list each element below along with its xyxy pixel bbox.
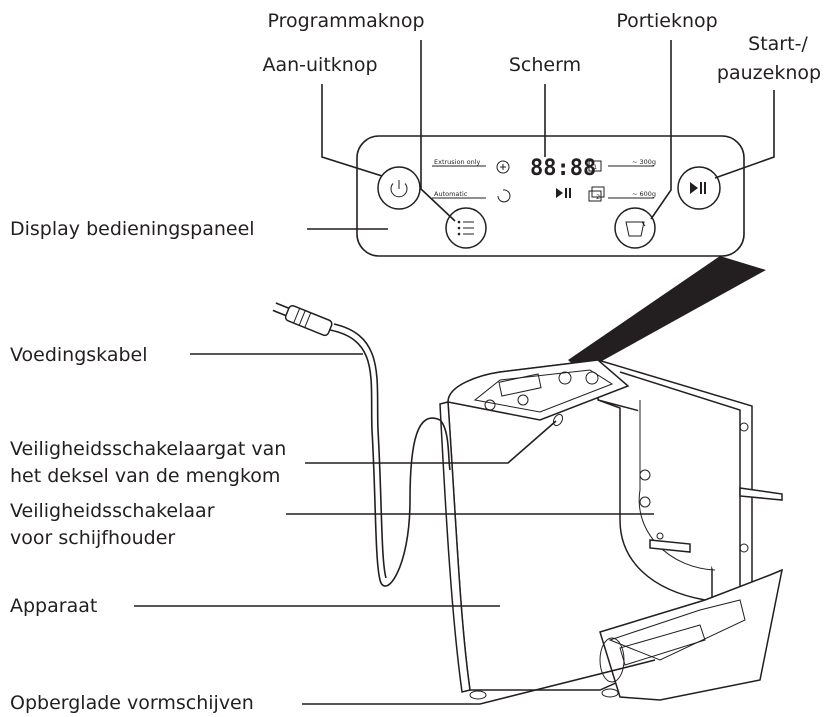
portion-small-icon: 1 xyxy=(588,160,602,172)
power-cord xyxy=(272,302,451,587)
label-lid-switch-line1: Veiligheidsschakelaargat van xyxy=(10,438,286,460)
portion-large-icon: 2 xyxy=(588,186,605,202)
program-button[interactable] xyxy=(445,207,487,249)
leader-lines-panel xyxy=(307,40,775,230)
portion-small-label: ~ 300g xyxy=(632,158,656,166)
label-apparaat: Apparaat xyxy=(10,595,97,617)
label-lid-switch-line2: het deksel van de mengkom xyxy=(10,465,280,487)
label-start-line1: Start-/ xyxy=(748,33,808,55)
label-programmaknop: Programmaknop xyxy=(267,10,424,32)
play-pause-icon xyxy=(690,182,706,194)
svg-text:2: 2 xyxy=(596,193,600,201)
power-icon xyxy=(390,180,408,198)
zoom-cone xyxy=(568,256,766,372)
label-portieknop: Portieknop xyxy=(616,10,717,32)
label-aan-uitknop: Aan-uitknop xyxy=(262,54,377,76)
auto-icon xyxy=(497,189,511,203)
label-disc-switch-line2: voor schijfhouder xyxy=(10,527,175,549)
label-display-panel: Display bedieningspaneel xyxy=(10,218,255,240)
display-screen: Extrusion only Automatic 88:88 1 xyxy=(432,156,656,203)
label-scherm: Scherm xyxy=(509,54,581,76)
label-opberglade: Opberglade vormschijven xyxy=(10,692,254,714)
play-pause-indicator-icon xyxy=(556,188,571,198)
control-panel: Extrusion only Automatic 88:88 1 xyxy=(356,135,745,257)
mode-automatic-label: Automatic xyxy=(434,190,468,198)
power-plug-icon xyxy=(272,302,333,337)
label-voedingskabel: Voedingskabel xyxy=(10,344,148,366)
portion-large-label: ~ 600g xyxy=(632,190,656,198)
start-pause-button[interactable] xyxy=(677,166,721,210)
time-digits: 88:88 xyxy=(530,156,596,181)
list-icon xyxy=(457,220,474,236)
label-start-line2: pauzeknop xyxy=(717,62,821,84)
mode-extrusion-label: Extrusion only xyxy=(434,158,481,166)
extrusion-icon xyxy=(496,160,510,174)
power-button[interactable] xyxy=(377,166,421,210)
cup-icon xyxy=(625,221,646,237)
portion-button[interactable] xyxy=(614,207,656,249)
svg-text:1: 1 xyxy=(593,163,597,171)
label-disc-switch-line1: Veiligheidsschakelaar xyxy=(10,500,215,522)
appliance xyxy=(439,358,784,701)
